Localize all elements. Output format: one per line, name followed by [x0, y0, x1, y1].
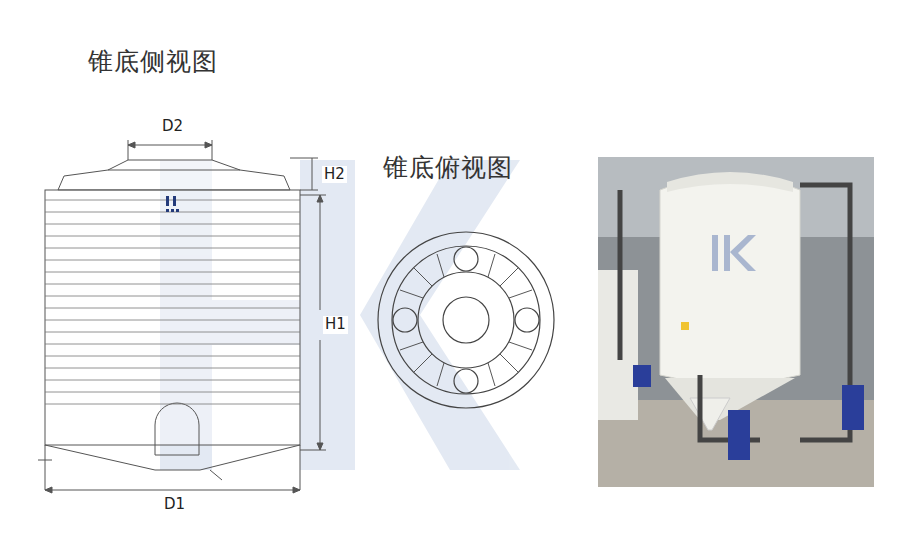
product-photo — [598, 157, 874, 487]
view-title: 锥底侧视图 — [88, 48, 218, 77]
tank-side — [38, 140, 326, 493]
logo-mark — [166, 196, 179, 212]
dimension-label: H1 — [323, 316, 348, 333]
dimension-label: H2 — [322, 166, 347, 183]
view-title: 锥底俯视图 — [383, 154, 513, 183]
tank-ribs — [45, 200, 300, 404]
dimension-label: D1 — [162, 496, 187, 513]
tank-top-view — [378, 232, 554, 408]
dimension-label: D2 — [160, 118, 185, 135]
